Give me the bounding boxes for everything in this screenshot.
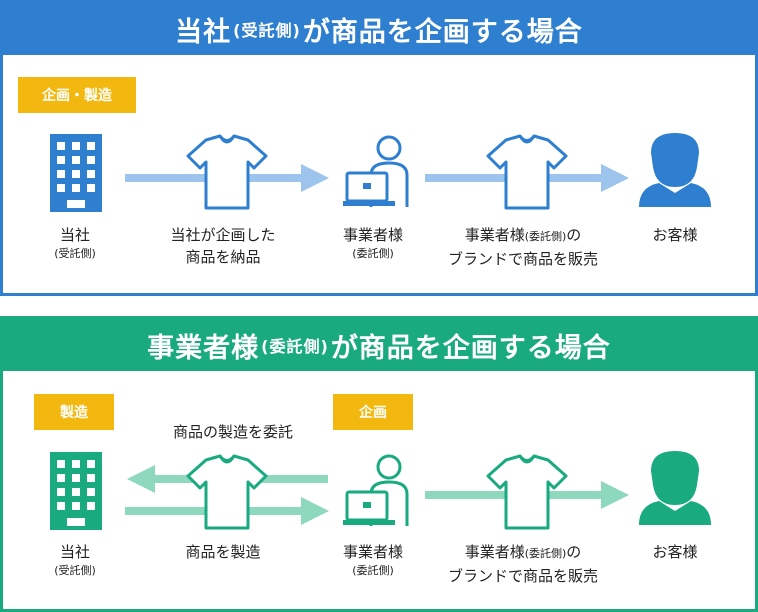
customer-icon [639,451,711,525]
person-laptop-icon [343,135,409,207]
title-sub: (委託側) [261,337,329,356]
building-icon [50,452,102,530]
node-our-company: 当社 (受託側) [54,226,96,260]
panel-header: 当社 (受託側) が商品を企画する場合 [3,3,755,55]
tag-planning-manufacturing: 企画・製造 [18,77,136,113]
title-main: 当社 [175,16,232,48]
node-brand-sales: 事業者様(委託側)の ブランドで商品を販売 [447,543,598,585]
title-rest: が商品を企画する場合 [302,16,583,48]
panel-header: 事業者様 (委託側) が商品を企画する場合 [3,319,755,371]
node-business-partner: 事業者様 (委託側) [342,543,403,577]
node-brand-sales: 事業者様(委託側)の ブランドで商品を販売 [447,226,598,268]
panel-partner-plans: 事業者様 (委託側) が商品を企画する場合 製造 企画 商品の製造を委託 [0,316,758,612]
tshirt-icon [486,454,568,530]
tshirt-icon [186,454,268,530]
tag-planning: 企画 [333,394,413,430]
title-rest: が商品を企画する場合 [330,332,611,364]
title-main: 事業者様 [147,332,260,364]
node-customer: お客様 [652,226,698,244]
building-icon [50,134,102,212]
arrow-label-outsource: 商品の製造を委託 [172,423,293,441]
title-sub: (受託側) [233,21,301,40]
flow-graphics [50,451,711,530]
customer-icon [639,133,711,207]
node-business-partner: 事業者様 (委託側) [342,226,403,260]
panel-our-company-plans: 当社 (受託側) が商品を企画する場合 企画・製造 [0,0,758,296]
person-laptop-icon [343,454,409,526]
node-customer: お客様 [652,543,698,561]
flow-graphics [50,133,711,212]
node-deliver: 当社が企画した 商品を納品 [170,226,276,266]
tshirt-icon [486,134,568,210]
tag-manufacturing: 製造 [34,394,114,430]
node-manufacture: 商品を製造 [185,543,261,561]
node-our-company: 当社 (受託側) [54,543,96,577]
tshirt-icon [186,134,268,210]
